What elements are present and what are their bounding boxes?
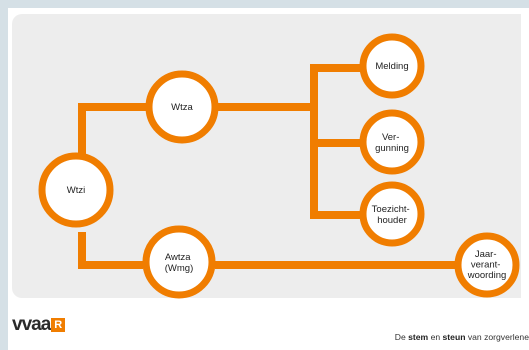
- label-toezichthouder-line2: houder: [377, 215, 407, 226]
- node-jaarverantwoording: [454, 232, 520, 298]
- node-wtza: [145, 70, 219, 144]
- label-jaarverantwoording-line1: Jaar-: [475, 249, 497, 260]
- label-vergunning-line2: gunning: [375, 143, 409, 154]
- tagline-stem: stem: [408, 332, 429, 342]
- tagline-post: van zorgverlene: [465, 332, 529, 342]
- node-melding: [359, 33, 425, 99]
- label-jaarverantwoording-line2: verant-: [471, 260, 501, 271]
- label-jaarverantwoording-line3: woording: [467, 270, 507, 281]
- node-wtzi: [38, 152, 114, 228]
- label-awtza-line1: Awtza: [165, 252, 191, 263]
- label-wtzi: Wtzi: [67, 185, 85, 196]
- label-toezichthouder: Toezicht- houder: [372, 204, 413, 226]
- label-vergunning-line1: Ver-: [382, 132, 399, 143]
- diagram-panel: [12, 14, 521, 298]
- node-awtza: [142, 225, 216, 299]
- logo-text: vvaa: [12, 314, 51, 335]
- label-toezichthouder-line1: Toezicht-: [372, 204, 410, 215]
- tagline: De stem en steun van zorgverlene: [395, 332, 529, 342]
- node-toezichthouder: [359, 181, 425, 247]
- label-awtza-line2: (Wmg): [165, 263, 194, 274]
- label-wtza: Wtza: [171, 102, 193, 113]
- connector-wtzi-awtza: [78, 232, 143, 269]
- tagline-mid: en: [428, 332, 443, 342]
- tagline-steun: steun: [442, 332, 466, 342]
- label-jaarverantwoording: Jaar- verant- woording: [467, 249, 507, 281]
- label-vergunning: Ver- gunning: [375, 132, 409, 154]
- label-awtza: Awtza (Wmg): [165, 252, 194, 274]
- connector-wtzi-wtza: [78, 103, 150, 160]
- tagline-pre: De: [394, 332, 409, 342]
- node-vergunning: [359, 109, 425, 175]
- logo-badge: R: [51, 318, 66, 332]
- label-melding: Melding: [375, 61, 408, 72]
